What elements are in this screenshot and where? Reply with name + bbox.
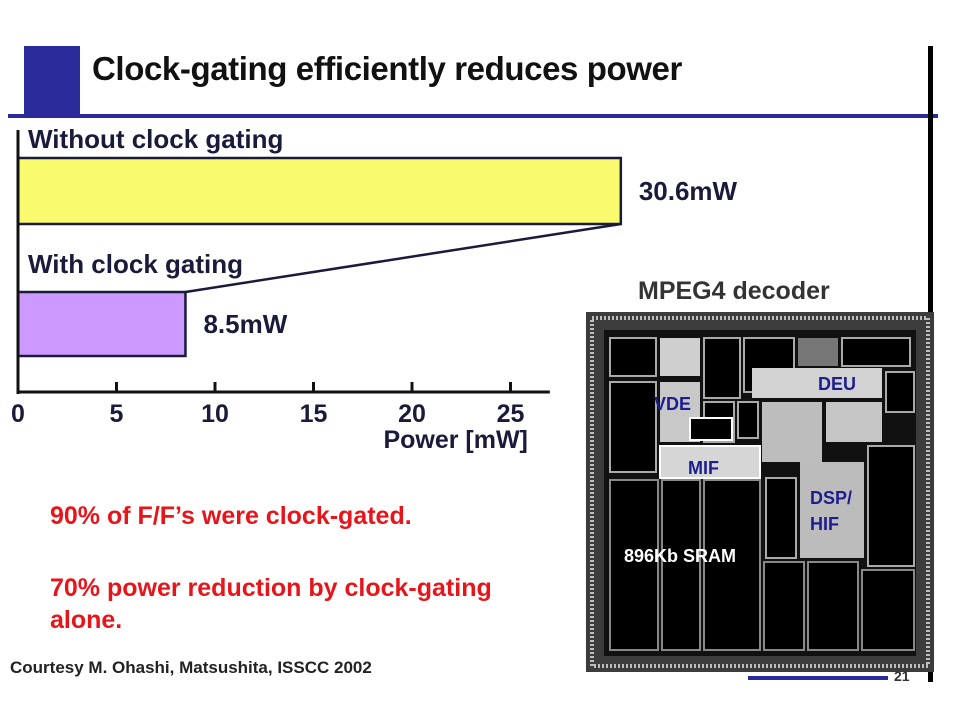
note-clock-gated-ff: 90% of F/F’s were clock-gated. xyxy=(50,502,412,530)
die-layout-drawing xyxy=(586,312,934,672)
die-label-vde: VDE xyxy=(654,394,692,414)
die-micrograph: DEU VDE MIF DSP/ HIF 896Kb SRAM xyxy=(586,312,934,672)
die-label-deu: DEU xyxy=(818,374,857,394)
bar-1 xyxy=(16,290,187,358)
x-tick-label-15: 15 xyxy=(300,400,328,428)
die-label-sram: 896Kb SRAM xyxy=(624,546,737,566)
footer-bar xyxy=(748,676,888,680)
gating-connector-line xyxy=(185,222,622,294)
slide-title: Clock-gating efficiently reduces power xyxy=(92,50,682,87)
x-tick-label-20: 20 xyxy=(398,400,426,428)
x-tick-label-10: 10 xyxy=(201,400,229,428)
die-label-mif: MIF xyxy=(688,458,719,478)
category-label-0: Without clock gating xyxy=(28,124,283,154)
value-label-1: 8.5mW xyxy=(203,309,287,339)
page-number: 21 xyxy=(894,668,910,684)
value-label-0: 30.6mW xyxy=(639,176,738,206)
x-tick-label-0: 0 xyxy=(11,400,25,428)
die-caption: MPEG4 decoder xyxy=(638,277,830,305)
title-accent-block xyxy=(24,46,80,118)
die-label-dsp: DSP/ xyxy=(810,488,853,508)
die-label-hif: HIF xyxy=(810,514,839,534)
category-label-1: With clock gating xyxy=(28,249,243,279)
title-underline xyxy=(8,114,938,118)
note-power-reduction: 70% power reduction by clock-gating alon… xyxy=(50,574,492,634)
bar-0 xyxy=(16,156,623,226)
x-tick-label-25: 25 xyxy=(497,400,525,428)
x-axis-title: Power [mW] xyxy=(383,426,527,454)
x-tick-label-5: 5 xyxy=(110,400,124,428)
source-credit: Courtesy M. Ohashi, Matsushita, ISSCC 20… xyxy=(10,658,372,677)
